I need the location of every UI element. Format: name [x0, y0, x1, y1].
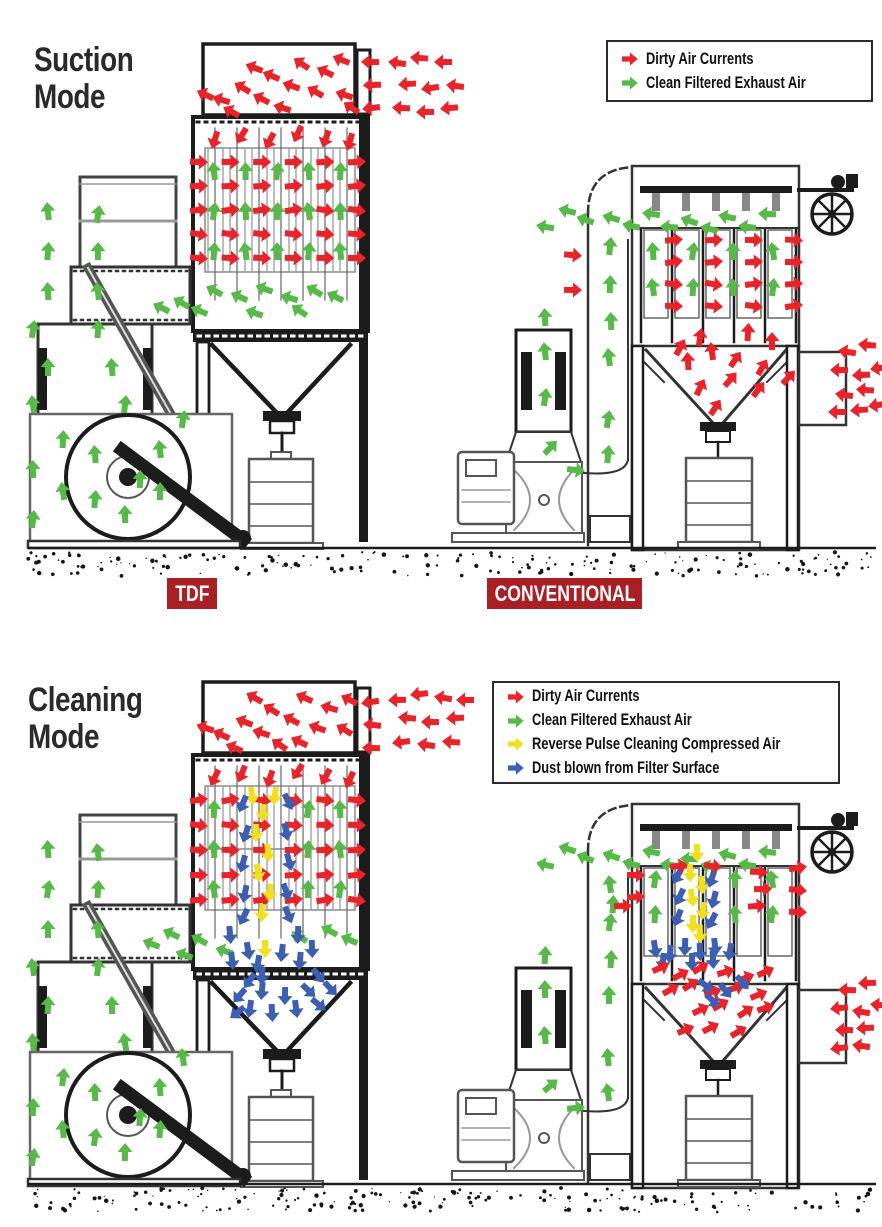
tdf-badge: TDF [167, 578, 217, 609]
dust-blown-arrow-icon [508, 761, 524, 775]
legend-item-dust-blown: Dust blown from Filter Surface [502, 756, 830, 780]
suction-mode-title: Suction Mode [34, 41, 134, 116]
legend-label: Dirty Air Currents [532, 687, 640, 706]
clean-air-arrow-icon [508, 714, 524, 728]
legend-label: Dirty Air Currents [646, 49, 754, 68]
conventional-badge: CONVENTIONAL [487, 578, 642, 609]
tdf-badge-label: TDF [174, 580, 210, 606]
cleaning-mode-title: Cleaning Mode [28, 681, 143, 756]
pulse-air-arrow-icon [508, 737, 524, 751]
legend-item-pulse-air: Reverse Pulse Cleaning Compressed Air [502, 733, 830, 757]
legend-label: Reverse Pulse Cleaning Compressed Air [532, 734, 781, 753]
legend-label: Clean Filtered Exhaust Air [532, 711, 692, 730]
legend-cleaning-mode: Dirty Air Currents Clean Filtered Exhaus… [492, 681, 840, 784]
legend-item-dirty-air: Dirty Air Currents [502, 685, 830, 709]
legend-label: Dust blown from Filter Surface [532, 758, 720, 777]
dirty-air-arrow-icon [622, 52, 638, 66]
ground-cleaning [28, 1182, 876, 1214]
legend-item-clean-air: Clean Filtered Exhaust Air [502, 709, 830, 733]
legend-suction-mode: Dirty Air Currents Clean Filtered Exhaus… [606, 40, 873, 102]
legend-item-clean-air: Clean Filtered Exhaust Air [616, 71, 863, 95]
arrows-layer [25, 50, 882, 1167]
legend-label: Clean Filtered Exhaust Air [646, 73, 806, 92]
conventional-machine-suction [450, 164, 860, 552]
ground-suction [26, 546, 876, 578]
dirty-air-arrow-icon [508, 690, 524, 704]
legend-item-dirty-air: Dirty Air Currents [616, 47, 863, 71]
clean-air-arrow-icon [622, 76, 638, 90]
conventional-badge-label: CONVENTIONAL [494, 580, 635, 606]
